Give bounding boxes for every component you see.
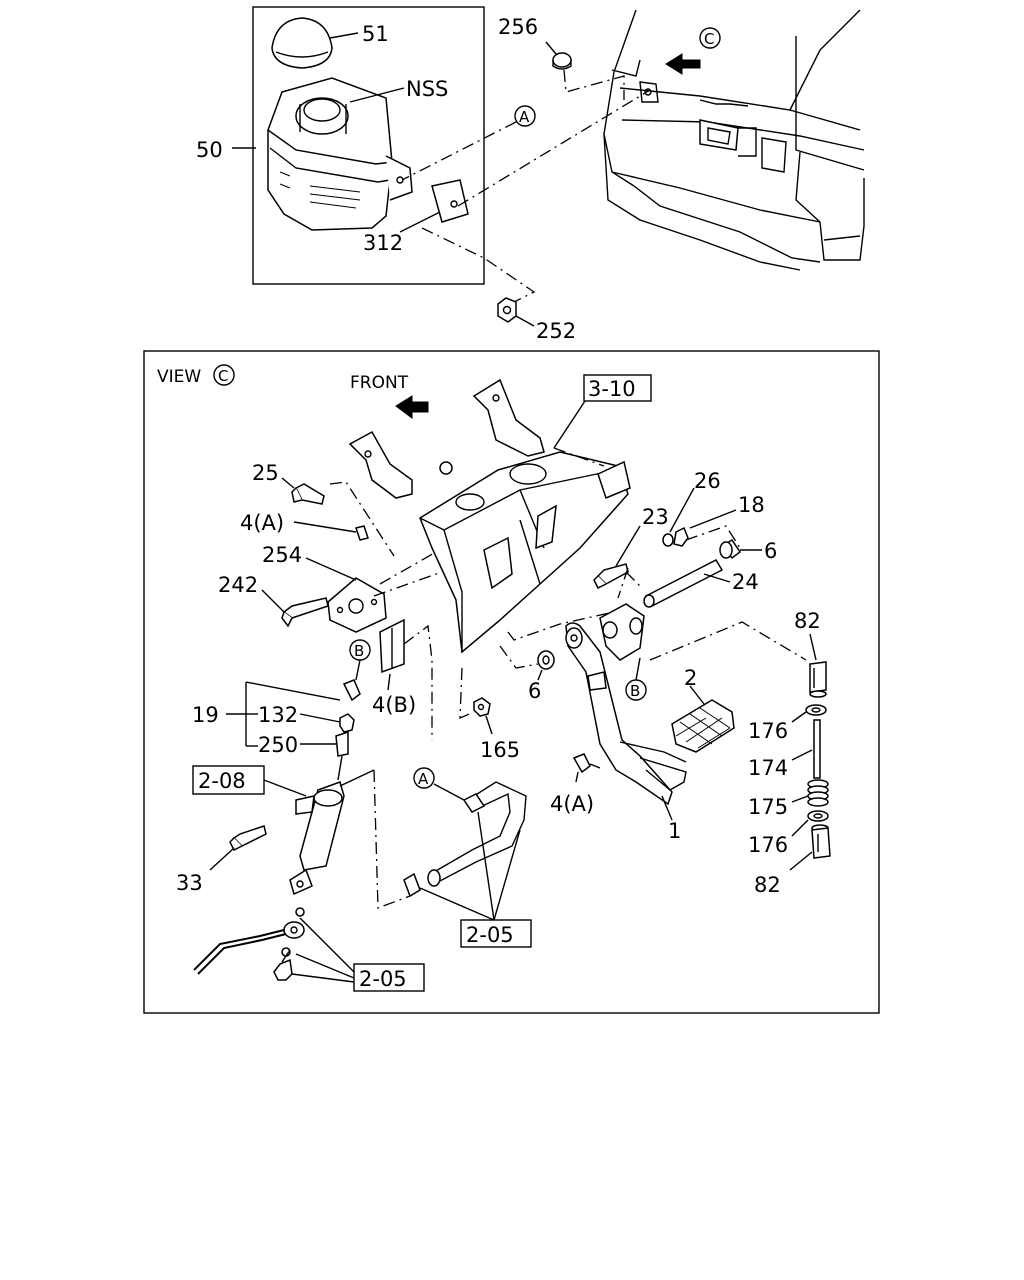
bolt-242 — [281, 597, 329, 628]
clutch-fluid-reservoir — [267, 77, 413, 231]
ref-box-2-05-upper — [460, 919, 532, 948]
plate-4b — [379, 618, 405, 674]
callout-a-hose-letter: A — [418, 770, 429, 788]
bushing-6-lower — [537, 650, 555, 670]
callout-a-hose — [413, 767, 435, 789]
label-50: 50 — [196, 138, 223, 162]
clutch-master-cylinder — [289, 769, 375, 896]
plug-256 — [552, 52, 572, 70]
bracket-plate-254 — [327, 577, 387, 633]
reservoir-frame — [252, 6, 485, 285]
front-label: FRONT — [350, 373, 409, 393]
washer-176-bottom — [807, 810, 829, 822]
label-242: 242 — [218, 573, 258, 597]
front-arrow — [395, 395, 429, 419]
label-174: 174 — [748, 756, 788, 780]
clutch-pedal-arm — [565, 603, 687, 806]
label-33: 33 — [176, 871, 203, 895]
label-51: 51 — [362, 22, 389, 46]
ref-box-2-05-lower — [353, 963, 425, 992]
mounting-plate — [431, 179, 469, 223]
label-6-lower: 6 — [528, 679, 541, 703]
label-165: 165 — [480, 738, 520, 762]
return-spring-175 — [807, 779, 829, 807]
label-4b: 4(B) — [372, 693, 416, 717]
label-175: 175 — [748, 795, 788, 819]
reservoir-section: 51 NSS 50 312 — [196, 6, 865, 343]
label-6-right: 6 — [764, 539, 777, 563]
label-1: 1 — [668, 819, 681, 843]
clutch-pipe-lower — [193, 907, 305, 981]
pedal-pad — [671, 699, 735, 753]
callout-a-top-letter: A — [519, 108, 530, 126]
view-letter-circle — [213, 364, 235, 386]
ref-3-10: 3-10 — [588, 377, 636, 401]
bolt-25 — [291, 483, 325, 505]
label-24: 24 — [732, 570, 759, 594]
label-252: 252 — [536, 319, 576, 343]
washer-18 — [673, 526, 689, 547]
view-c-section: VIEW C FRONT 3-10 — [143, 350, 880, 1014]
label-176-bottom: 176 — [748, 833, 788, 857]
label-312: 312 — [363, 231, 403, 255]
label-2: 2 — [684, 666, 697, 690]
clip-4a-lower — [572, 753, 591, 774]
bolt-33 — [229, 825, 267, 852]
label-25: 25 — [252, 461, 279, 485]
cab-front-outline — [603, 9, 865, 271]
bolt-23 — [593, 563, 629, 590]
label-19: 19 — [192, 703, 219, 727]
nut-252 — [497, 297, 517, 323]
ref-box-3-10 — [583, 374, 652, 402]
label-176-top: 176 — [748, 719, 788, 743]
push-rod-250 — [335, 730, 349, 781]
ref-box-2-08 — [192, 765, 265, 795]
pedal-bracket — [348, 378, 631, 654]
label-26: 26 — [694, 469, 721, 493]
label-4a-lower: 4(A) — [550, 792, 594, 816]
callout-c-top — [699, 27, 721, 49]
label-nss: NSS — [406, 77, 448, 101]
spring-rod-174 — [813, 719, 821, 779]
label-254: 254 — [262, 543, 302, 567]
spring-seat-82-top — [809, 661, 827, 698]
callout-a-top — [514, 105, 536, 127]
callout-c-top-letter: C — [704, 30, 714, 48]
nut-26 — [662, 533, 674, 547]
label-256: 256 — [498, 15, 538, 39]
label-23: 23 — [642, 505, 669, 529]
label-18: 18 — [738, 493, 765, 517]
reservoir-cap — [271, 17, 333, 69]
label-82-bottom: 82 — [754, 873, 781, 897]
washer-176-top — [805, 704, 827, 716]
view-letter: C — [218, 367, 228, 385]
ref-2-05-lower: 2-05 — [359, 967, 407, 991]
label-132: 132 — [258, 703, 298, 727]
clutch-hose — [403, 781, 527, 898]
pivot-shaft — [643, 559, 724, 608]
nut-165 — [473, 697, 491, 717]
label-82-top: 82 — [794, 609, 821, 633]
label-4a-top: 4(A) — [240, 511, 284, 535]
callout-b-left-letter: B — [354, 642, 364, 660]
view-label: VIEW — [157, 367, 201, 387]
bushing-6-right — [719, 538, 742, 560]
spring-seat-82-bottom — [811, 824, 831, 859]
clevis-132 — [342, 679, 361, 702]
callout-b-right-letter: B — [630, 682, 640, 700]
ref-2-05-upper: 2-05 — [466, 923, 514, 947]
label-250: 250 — [258, 733, 298, 757]
nut-132 — [339, 713, 355, 733]
ref-2-08: 2-08 — [198, 769, 246, 793]
view-arrow — [665, 53, 701, 75]
view-c-frame — [143, 350, 880, 1014]
